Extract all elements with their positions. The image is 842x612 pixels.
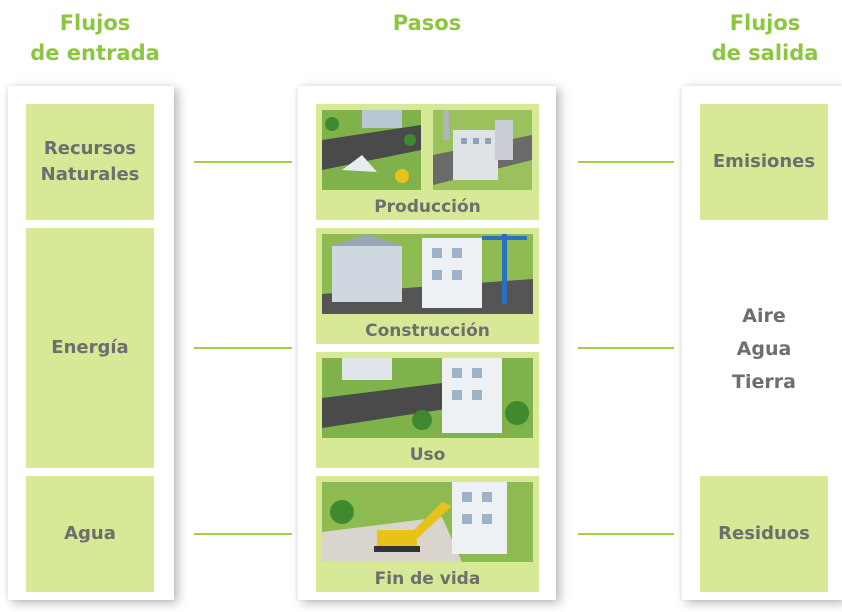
connector-waste (578, 533, 674, 535)
factory-thumbnail (433, 110, 532, 190)
input-label: Recursos Naturales (40, 138, 140, 185)
connector-natural-resources (194, 161, 292, 163)
step-use: Uso (316, 352, 539, 468)
connector-media (578, 347, 674, 349)
connector-emissions (578, 161, 674, 163)
connector-water (194, 533, 292, 535)
outputs-header: Flujos de salida (711, 11, 819, 65)
output-box-emissions: Emisiones (700, 104, 828, 220)
step-production: Producción (316, 104, 539, 220)
step-label: Fin de vida (374, 569, 481, 589)
output-label: Residuos (718, 523, 810, 544)
inputs-header: Flujos de entrada (30, 11, 160, 65)
use-thumbnail (322, 358, 533, 438)
output-media-air: Aire (742, 305, 786, 327)
output-media-soil: Tierra (732, 371, 796, 393)
construction-site-thumbnail (322, 110, 421, 190)
input-box-natural-resources: Recursos Naturales (26, 104, 154, 220)
input-box-energy: Energía (26, 228, 154, 468)
steps-header: Pasos (392, 11, 462, 35)
output-media-water: Agua (736, 338, 792, 360)
input-box-water: Agua (26, 476, 154, 592)
output-label: Emisiones (712, 151, 816, 172)
step-label: Producción (374, 197, 481, 217)
output-box-waste: Residuos (700, 476, 828, 592)
input-label: Energía (51, 337, 129, 358)
demolition-thumbnail (322, 482, 533, 562)
step-end-of-life: Fin de vida (316, 476, 539, 592)
input-label: Agua (64, 523, 116, 544)
step-label: Uso (409, 445, 446, 465)
connector-energy (194, 347, 292, 349)
step-construction: Construcción (316, 228, 539, 344)
construction-thumbnail (322, 234, 533, 314)
step-label: Construcción (365, 321, 490, 341)
output-media-list: Aire Agua Tierra (700, 300, 828, 399)
